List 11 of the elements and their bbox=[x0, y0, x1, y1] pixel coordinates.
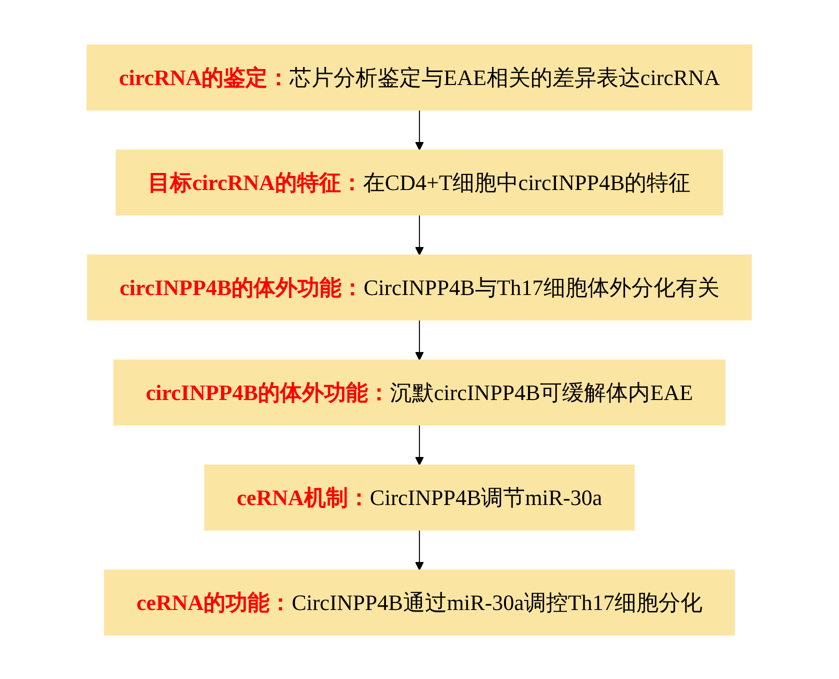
arrow bbox=[415, 319, 424, 360]
arrow bbox=[415, 424, 424, 465]
arrow bbox=[415, 529, 424, 570]
node-box: circRNA的鉴定：芯片分析鉴定与EAE相关的差异表达circRNA bbox=[86, 44, 752, 110]
node-box: 目标circRNA的特征：在CD4+T细胞中circINPP4B的特征 bbox=[116, 149, 724, 215]
arrow bbox=[415, 109, 424, 150]
arrow bbox=[415, 214, 424, 255]
node-box: circINPP4B的体外功能：沉默circINPP4B可缓解体内EAE bbox=[113, 359, 726, 425]
node-box: circINPP4B的体外功能：CircINPP4B与Th17细胞体外分化有关 bbox=[87, 254, 752, 320]
node-box: ceRNA的功能：CircINPP4B通过miR-30a调控Th17细胞分化 bbox=[104, 569, 735, 635]
node-box: ceRNA机制：CircINPP4B调节miR-30a bbox=[204, 464, 635, 530]
